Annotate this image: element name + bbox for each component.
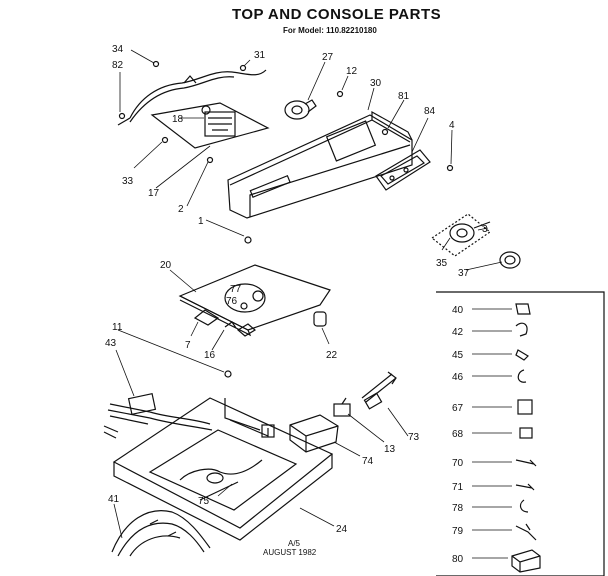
callout-11: 11 xyxy=(112,322,123,333)
callout-18: 18 xyxy=(172,114,184,125)
legend-71: 71 xyxy=(452,482,464,493)
legend-part-icons xyxy=(511,303,541,573)
callout-12: 12 xyxy=(346,66,358,77)
callout-7: 7 xyxy=(185,340,191,351)
callout-35: 35 xyxy=(436,258,448,269)
legend-arrows xyxy=(472,308,512,559)
cabinet-top xyxy=(112,397,334,541)
legend-79: 79 xyxy=(452,526,464,537)
control-bezel xyxy=(375,149,431,191)
legend-labels: 40 42 45 46 67 68 70 71 78 79 80 xyxy=(452,305,464,565)
legend-67: 67 xyxy=(452,403,464,414)
wiring-harness-upper xyxy=(117,69,267,126)
console-switch xyxy=(284,99,317,120)
callout-16: 16 xyxy=(204,350,216,361)
lid-switch-bracket xyxy=(178,264,331,337)
callout-17: 17 xyxy=(148,188,160,199)
callout-81: 81 xyxy=(398,91,410,102)
callout-73: 73 xyxy=(408,432,420,443)
parts-legend-box xyxy=(436,291,605,576)
callout-2: 2 xyxy=(178,204,184,215)
wiring-harness-left xyxy=(103,392,213,439)
legend-40: 40 xyxy=(452,305,464,316)
legend-78: 78 xyxy=(452,503,464,514)
callout-20: 20 xyxy=(160,260,172,271)
callout-34: 34 xyxy=(112,44,124,55)
callout-74: 74 xyxy=(362,456,374,467)
callout-30: 30 xyxy=(370,78,382,89)
timer-assembly xyxy=(150,102,270,149)
knob-assembly xyxy=(430,213,521,269)
legend-70: 70 xyxy=(452,458,464,469)
footer-date: AUGUST 1982 xyxy=(263,548,317,557)
console-panel xyxy=(227,110,413,219)
legend-68: 68 xyxy=(452,429,464,440)
model-subtitle: For Model: 110.82210180 xyxy=(283,26,377,35)
callout-77: 77 xyxy=(230,284,242,295)
legend-80: 80 xyxy=(452,554,464,565)
leader-lines xyxy=(113,49,503,539)
terminal-block xyxy=(289,414,339,453)
legend-46: 46 xyxy=(452,372,464,383)
hinge-plug xyxy=(313,311,327,327)
callout-1: 1 xyxy=(198,216,204,227)
wiring-harness-lower xyxy=(111,510,211,557)
callout-labels: 34 31 82 27 12 30 81 84 4 18 33 17 2 1 3… xyxy=(105,44,488,535)
diagram-title: TOP AND CONSOLE PARTS xyxy=(232,6,442,23)
callout-33: 33 xyxy=(122,176,134,187)
callout-43: 43 xyxy=(105,338,117,349)
callout-13: 13 xyxy=(384,444,396,455)
callout-24: 24 xyxy=(336,524,348,535)
switch-actuator xyxy=(361,371,397,410)
inner-harness xyxy=(179,459,263,501)
callout-41: 41 xyxy=(108,494,120,505)
callout-31: 31 xyxy=(254,50,266,61)
callout-27: 27 xyxy=(322,52,334,63)
lid-switch xyxy=(333,397,351,417)
footer-code: A/5 xyxy=(288,539,301,548)
callout-4: 4 xyxy=(449,120,455,131)
legend-45: 45 xyxy=(452,350,464,361)
screws xyxy=(118,60,454,378)
callout-82: 82 xyxy=(112,60,124,71)
callout-84: 84 xyxy=(424,106,436,117)
legend-42: 42 xyxy=(452,327,464,338)
callout-75: 75 xyxy=(198,496,210,507)
callout-37: 37 xyxy=(458,268,470,279)
callout-22: 22 xyxy=(326,350,338,361)
callout-76: 76 xyxy=(226,296,238,307)
callout-3: 3 xyxy=(482,224,488,235)
